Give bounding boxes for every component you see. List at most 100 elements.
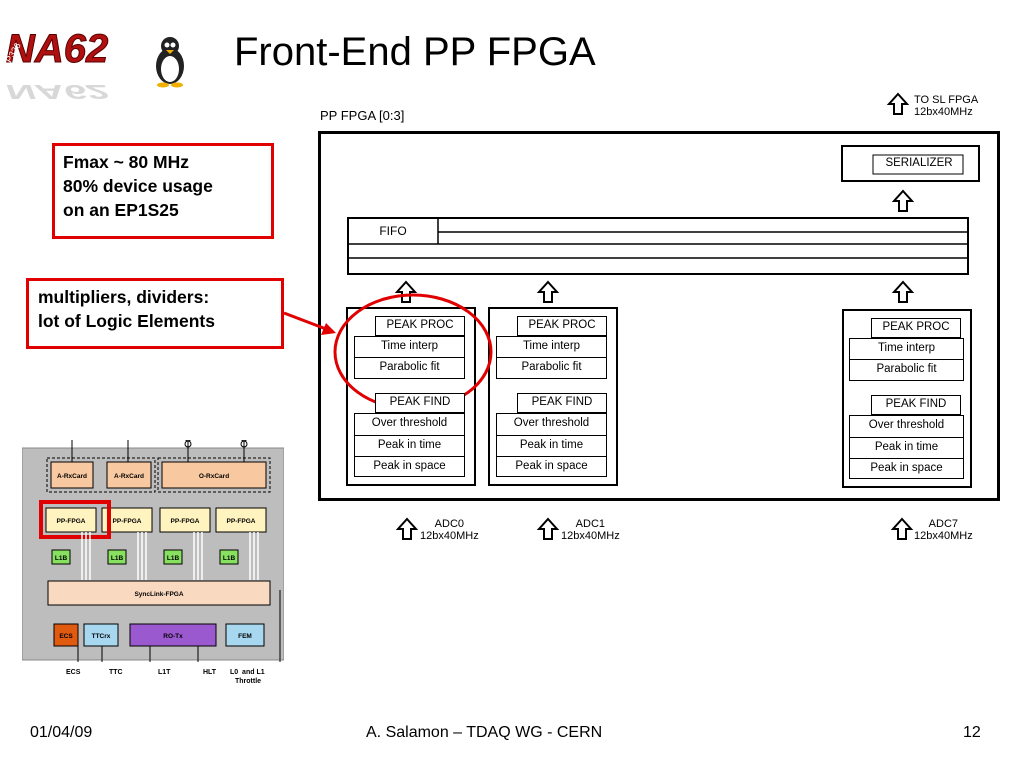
over-threshold-label: Over threshold <box>371 417 448 429</box>
col1-frame <box>488 307 618 486</box>
callout-pointer <box>283 311 327 331</box>
logic-line-1: multipliers, dividers: <box>38 287 210 307</box>
pp-fpga-frame <box>318 131 1000 501</box>
logo-text: NA62 <box>6 27 108 71</box>
footer-date: 01/04/09 <box>30 724 93 741</box>
fmax-line: Fmax ~ 80 MHz <box>63 152 189 172</box>
adc1-label: ADC1 12bx40MHz <box>561 518 620 542</box>
svg-text:L1B: L1B <box>111 555 124 562</box>
hlt-output: HLT <box>203 669 217 676</box>
l0-l1-output: L0 and L1 <box>230 669 265 676</box>
svg-text:PP-FPGA: PP-FPGA <box>227 518 256 525</box>
col1-peak-proc: PEAK PROC <box>517 316 607 336</box>
col0-peak-proc: PEAK PROC <box>375 316 465 336</box>
svg-text:FEM: FEM <box>238 633 252 640</box>
footer-author: A. Salamon – TDAQ WG - CERN <box>366 724 603 741</box>
peak-in-space-label: Peak in space <box>373 460 446 472</box>
adc1-rate: 12bx40MHz <box>561 530 620 542</box>
system-block-outputs: ECS TTC L1T HLT L0 and L1 Throttle <box>22 655 292 691</box>
logic-line-2: lot of Logic Elements <box>38 311 215 331</box>
over-threshold-label: Over threshold <box>868 419 945 431</box>
parabolic-fit-label: Parabolic fit <box>379 361 440 373</box>
peak-proc-label: PEAK PROC <box>386 319 454 331</box>
ecs-box <box>53 623 79 647</box>
svg-text:L1B: L1B <box>223 555 236 562</box>
col1-find-table: Over threshold Peak in time Peak in spac… <box>496 413 607 477</box>
parabolic-fit-label: Parabolic fit <box>521 361 582 373</box>
l1b-box-1 <box>51 549 71 565</box>
l1t-output: L1T <box>158 669 171 676</box>
synclink-box <box>47 580 271 606</box>
parabolic-fit-label: Parabolic fit <box>876 363 937 375</box>
adc7-rate: 12bx40MHz <box>914 530 973 542</box>
peak-find-label: PEAK FIND <box>531 396 593 408</box>
svg-text:L1B: L1B <box>167 555 180 562</box>
output-arrow-icon <box>888 93 908 115</box>
peak-proc-label: PEAK PROC <box>528 319 596 331</box>
col0-up-arrow-icon <box>396 281 416 303</box>
l1b-box-3 <box>163 549 183 565</box>
device-line: on an EP1S25 <box>63 200 179 220</box>
peak-in-space-label: Peak in space <box>870 462 943 474</box>
throttle-output: Throttle <box>235 678 262 685</box>
l1b-box-2 <box>107 549 127 565</box>
adc0-name: ADC0 <box>434 518 465 530</box>
system-block-diagram: FE FE FE FE A-RxCard A-RxCard O-RxCard P… <box>21 425 285 680</box>
col2-peak-find: PEAK FIND <box>871 395 961 415</box>
output-rate: 12bx40MHz <box>914 106 973 118</box>
svg-text:PP-FPGA: PP-FPGA <box>57 518 86 525</box>
col2-up-arrow-icon <box>893 281 913 303</box>
pp-fpga-box-1 <box>45 507 97 533</box>
device-usage-line: 80% device usage <box>63 176 213 196</box>
peak-in-time-label: Peak in time <box>874 441 939 453</box>
over-threshold-label: Over threshold <box>513 417 590 429</box>
svg-text:TTCrx: TTCrx <box>92 633 111 640</box>
pp-fpga-box-4 <box>215 507 267 533</box>
col2-frame <box>842 309 972 488</box>
fem-box <box>225 623 265 647</box>
serializer-arrow-icon <box>893 190 913 212</box>
adc0-label: ADC0 12bx40MHz <box>420 518 479 542</box>
pp-fpga-label: PP FPGA [0:3] <box>320 108 405 123</box>
fifo-box <box>347 217 969 275</box>
ttc-output: TTC <box>109 669 123 676</box>
logic-callout: multipliers, dividers: lot of Logic Elem… <box>26 278 284 349</box>
pp-fpga-highlight <box>39 500 111 539</box>
fmax-callout: Fmax ~ 80 MHz 80% device usage on an EP1… <box>52 143 274 239</box>
col2-proc-table: Time interp Parabolic fit <box>849 338 964 381</box>
adc7-name: ADC7 <box>928 518 959 530</box>
col0-find-table: Over threshold Peak in time Peak in spac… <box>354 413 465 477</box>
svg-text:SyncLink-FPGA: SyncLink-FPGA <box>134 591 183 598</box>
peak-find-label: PEAK FIND <box>885 398 947 410</box>
col1-proc-table: Time interp Parabolic fit <box>496 336 607 379</box>
na62-logo: NA62 NA62 P326 <box>0 20 200 103</box>
svg-text:PP-FPGA: PP-FPGA <box>113 518 142 525</box>
time-interp-label: Time interp <box>380 340 439 352</box>
adc0-arrow-icon <box>397 518 417 540</box>
slide-title: Front-End PP FPGA <box>234 30 596 74</box>
na62-logo-graphic: NA62 NA62 P326 <box>4 27 184 103</box>
output-label: TO SL FPGA 12bx40MHz <box>914 94 978 118</box>
orxcard-box <box>161 461 267 489</box>
pp-fpga-box-3 <box>159 507 211 533</box>
rxcard-box-1 <box>50 461 94 489</box>
svg-text:NA62: NA62 <box>6 81 109 100</box>
l1b-box-4 <box>219 549 239 565</box>
fifo-label: FIFO <box>379 224 407 238</box>
col1-up-arrow-icon <box>538 281 558 303</box>
adc1-arrow-icon <box>538 518 558 540</box>
col0-proc-table: Time interp Parabolic fit <box>354 336 465 379</box>
peak-proc-label: PEAK PROC <box>882 321 950 333</box>
rxcard-box-2 <box>106 461 152 489</box>
system-block-diagram-graphic: FE FE FE FE A-RxCard A-RxCard O-RxCard P… <box>21 425 285 680</box>
penguin-icon <box>156 37 184 88</box>
svg-text:A-RxCard: A-RxCard <box>114 473 144 480</box>
svg-text:O-RxCard: O-RxCard <box>199 473 229 480</box>
svg-text:RO-Tx: RO-Tx <box>163 633 183 640</box>
adc1-name: ADC1 <box>575 518 606 530</box>
time-interp-label: Time interp <box>877 342 936 354</box>
col2-find-table: Over threshold Peak in time Peak in spac… <box>849 415 964 479</box>
output-target: TO SL FPGA <box>914 94 979 106</box>
adc0-rate: 12bx40MHz <box>420 530 479 542</box>
